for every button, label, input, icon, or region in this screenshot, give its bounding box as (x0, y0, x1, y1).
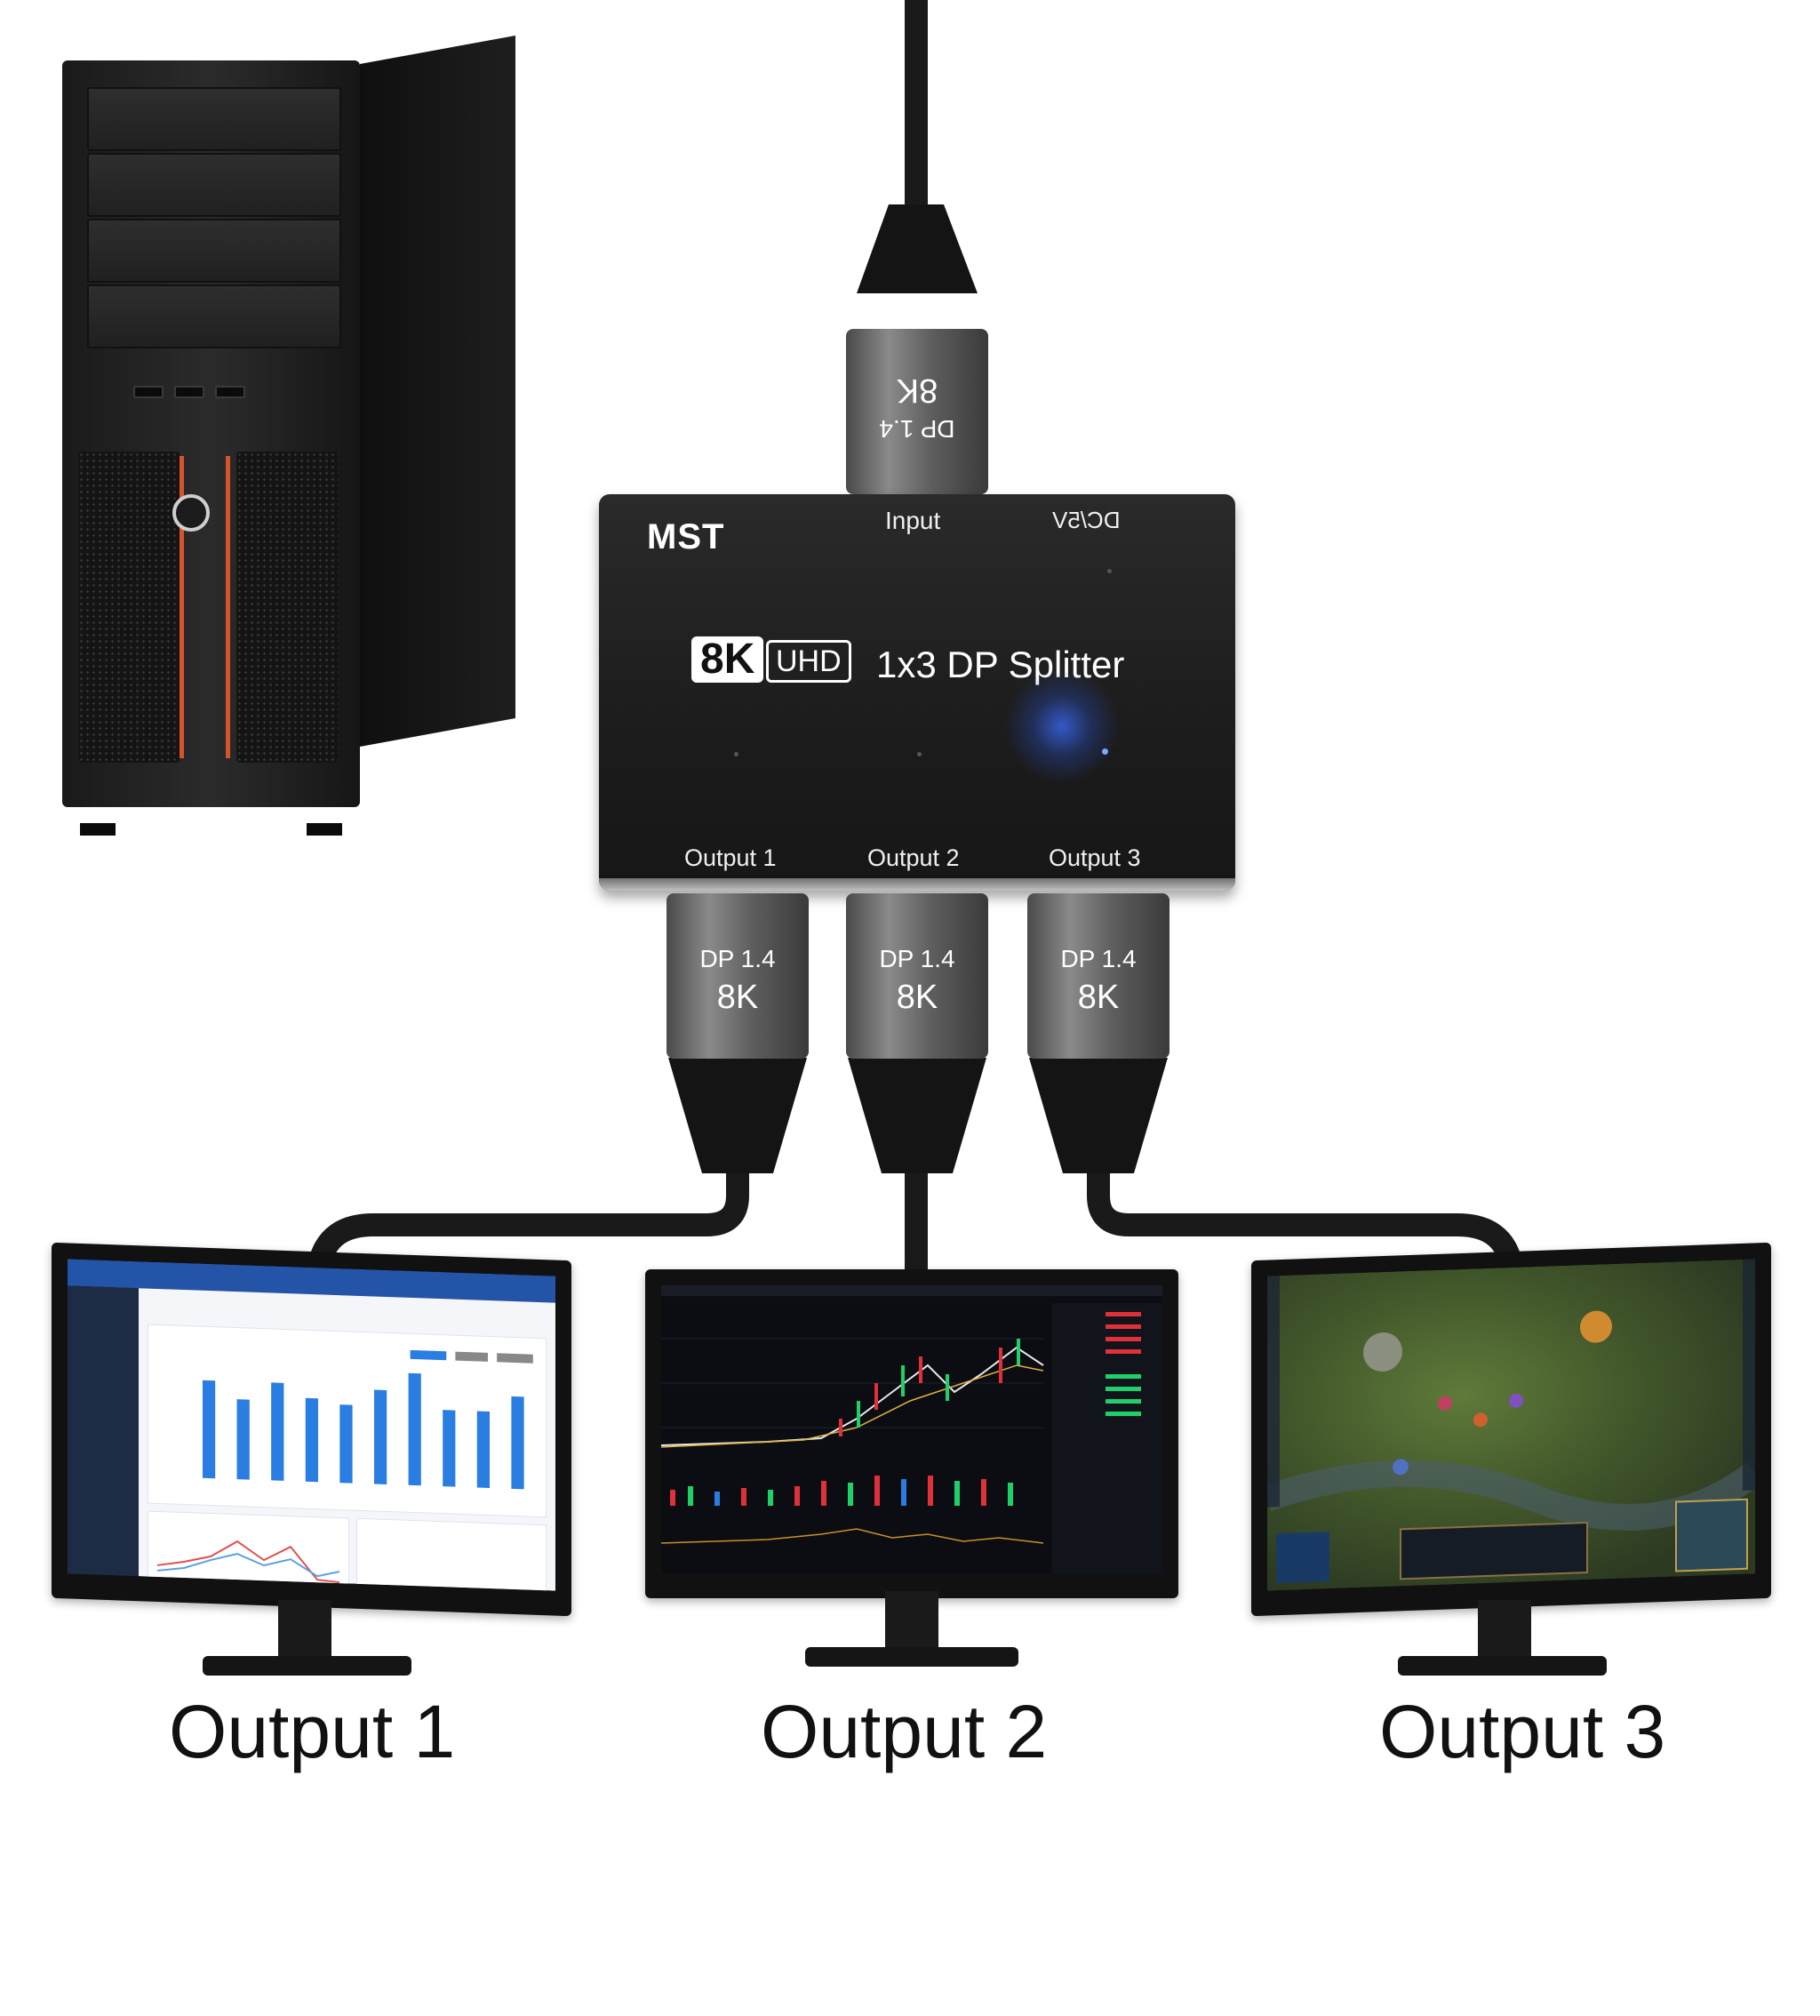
monitor-caption-1: Output 1 (169, 1690, 456, 1773)
volume-bars (670, 1476, 1013, 1506)
monitor-3 (1251, 1242, 1771, 2016)
dashboard-table-card (356, 1517, 547, 1591)
connector-resolution: 8K (896, 979, 938, 1016)
power-button-icon (172, 494, 210, 532)
indicator-dot (734, 752, 738, 756)
uhd-badge: UHD (766, 640, 851, 683)
output-cable-3 (1087, 1164, 1522, 1266)
front-mesh-right (236, 452, 339, 763)
monitor-stand-neck (278, 1600, 331, 1662)
accent-strip (226, 456, 230, 758)
connector-spec: DP 1.4 (879, 415, 955, 443)
output-port-label-3: Output 3 (1049, 844, 1141, 871)
indicator-dot (917, 752, 922, 756)
connector-resolution: 8K (896, 372, 938, 409)
game-overlay (1267, 1259, 1755, 1584)
tower-foot (80, 823, 116, 836)
dp-splitter-device: MST Input DC/5V 8K UHD 1x3 DP Splitter O… (599, 494, 1235, 891)
monitor-1 (52, 1242, 571, 2016)
status-led-icon (1102, 748, 1108, 755)
led-glow (1004, 668, 1120, 784)
drive-bay (87, 87, 341, 151)
tower-side-panel (360, 36, 515, 747)
connector-spec: DP 1.4 (1060, 945, 1137, 972)
monitor-stand-neck (885, 1591, 938, 1653)
front-mesh-left (78, 452, 180, 763)
output-strain-relief-2 (848, 1058, 986, 1173)
accent-strip (180, 456, 184, 758)
monitor-stand-base (203, 1656, 411, 1676)
tower-front-panel (62, 60, 360, 836)
pc-tower (53, 36, 524, 836)
drive-bay (87, 284, 341, 348)
usb-port-icon (174, 386, 204, 398)
monitor-2 (645, 1269, 1178, 2016)
output-connector-2: DP 1.4 8K (846, 893, 988, 1059)
monitor-stand-neck (1478, 1600, 1531, 1662)
output-cable-1 (308, 1164, 749, 1266)
drive-bay (87, 219, 341, 283)
brand-label: MST (647, 517, 725, 556)
monitor-2-bezel (645, 1269, 1178, 1598)
dashboard-line-card (148, 1510, 349, 1591)
monitor-3-screen (1267, 1259, 1755, 1591)
output-strain-relief-1 (668, 1058, 807, 1173)
usb-port-icon (133, 386, 164, 398)
monitor-stand-base (805, 1647, 1018, 1667)
indicator-dot (1107, 569, 1112, 573)
dashboard-sidebar (68, 1285, 139, 1577)
input-port-label: Input (885, 507, 941, 534)
dashboard-bar-chart (202, 1349, 533, 1490)
tower-foot (307, 823, 342, 836)
monitor-stand-base (1398, 1656, 1607, 1676)
monitor-3-bezel (1251, 1242, 1771, 1617)
connector-resolution: 8K (1077, 979, 1120, 1016)
splitter-bevel (599, 878, 1235, 891)
connector-spec: DP 1.4 (879, 945, 955, 972)
input-connector: DP 1.4 8K (846, 329, 988, 494)
monitor-caption-3: Output 3 (1379, 1690, 1666, 1773)
output-connector-1: DP 1.4 8K (667, 893, 809, 1059)
drive-bay (87, 153, 341, 217)
output-port-label-2: Output 2 (867, 844, 960, 871)
resolution-badge: 8K (691, 636, 764, 683)
trading-chart (661, 1285, 1162, 1573)
dashboard-line-chart (156, 1540, 340, 1584)
dashboard-main (139, 1288, 555, 1591)
output-port-label-1: Output 1 (684, 844, 777, 871)
dashboard-bar-card (148, 1324, 547, 1518)
connector-resolution: 8K (716, 979, 759, 1016)
output-connector-3: DP 1.4 8K (1027, 893, 1169, 1059)
connector-spec: DP 1.4 (699, 945, 776, 972)
output-strain-relief-3 (1029, 1058, 1168, 1173)
power-port-label: DC/5V (1052, 507, 1121, 533)
usb-port-icon (215, 386, 245, 398)
monitor-1-screen (68, 1259, 555, 1591)
monitor-1-bezel (52, 1242, 571, 1617)
monitor-caption-2: Output 2 (761, 1690, 1048, 1773)
monitor-2-screen (661, 1285, 1162, 1573)
input-connector-print: DP 1.4 8K (846, 329, 988, 494)
input-cable-strain-relief (857, 204, 978, 293)
cables-layer (308, 0, 1522, 1271)
